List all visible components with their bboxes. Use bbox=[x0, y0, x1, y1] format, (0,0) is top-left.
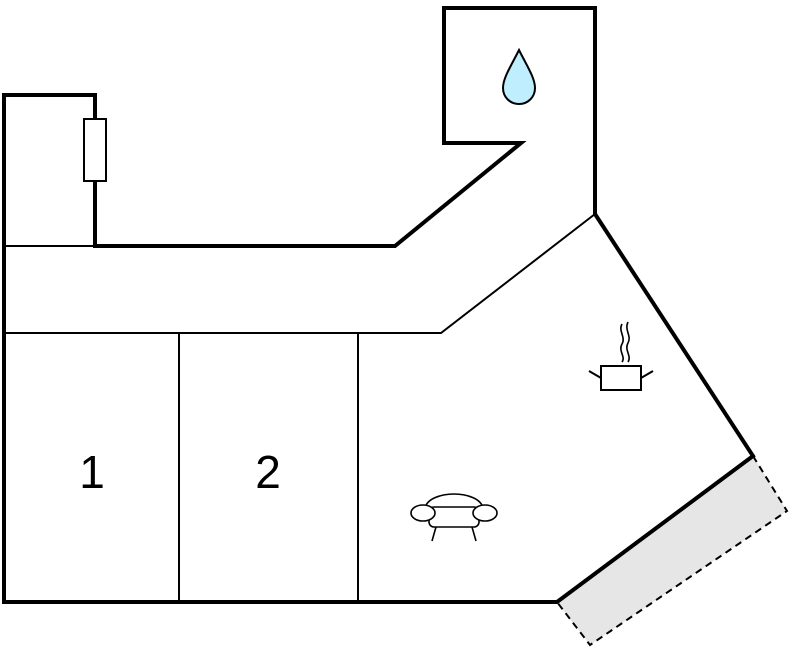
outer-wall bbox=[2, 6, 756, 604]
terrace-dashed-edge bbox=[556, 455, 789, 647]
radiator-icon bbox=[83, 118, 107, 182]
water-drop-icon bbox=[501, 47, 537, 106]
corridor-wall bbox=[4, 213, 596, 334]
room-label-1: 1 bbox=[79, 446, 105, 498]
terrace-area bbox=[557, 456, 787, 645]
sofa-icon bbox=[410, 493, 498, 542]
cooking-pot-icon bbox=[588, 321, 654, 391]
room-label-2: 2 bbox=[255, 446, 281, 498]
